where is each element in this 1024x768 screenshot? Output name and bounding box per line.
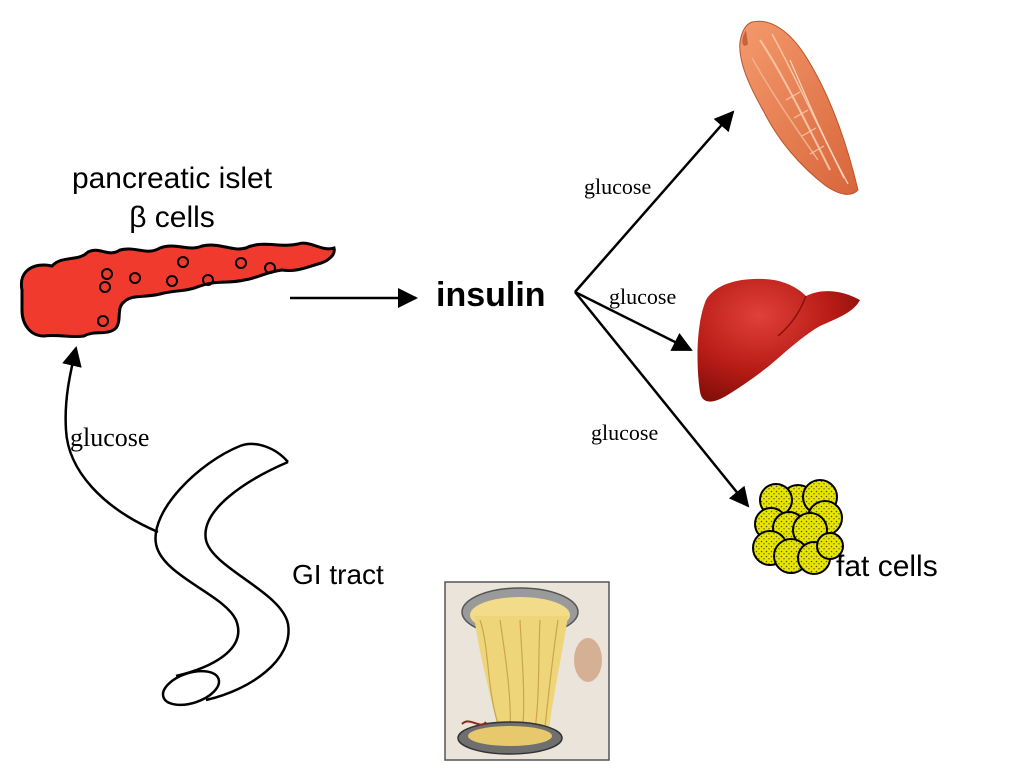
gi-tract-shape [154, 442, 290, 707]
arrow-insulin-to-fat [574, 291, 750, 508]
glucose-label-fat: glucose [591, 420, 658, 445]
pancreas-label-line2: β cells [129, 201, 215, 234]
fat-cells-label: fat cells [836, 550, 938, 583]
glucose-label-gi: glucose [70, 423, 149, 452]
pancreas-shape [19, 241, 336, 339]
fat-cells-image [752, 479, 844, 575]
glucose-label-liver: glucose [609, 284, 676, 309]
insulin-label: insulin [436, 276, 546, 314]
pancreas-label-line1: pancreatic islet [72, 162, 273, 195]
arrow-insulin-to-liver [574, 290, 693, 352]
pasta-photo [444, 581, 610, 761]
arrow-gi-to-pancreas [62, 346, 159, 534]
muscle-image [739, 20, 859, 195]
liver-image [697, 278, 860, 402]
arrow-insulin-to-muscle [574, 110, 735, 293]
gi-tract-label: GI tract [292, 559, 384, 590]
glucose-label-muscle: glucose [584, 174, 651, 199]
